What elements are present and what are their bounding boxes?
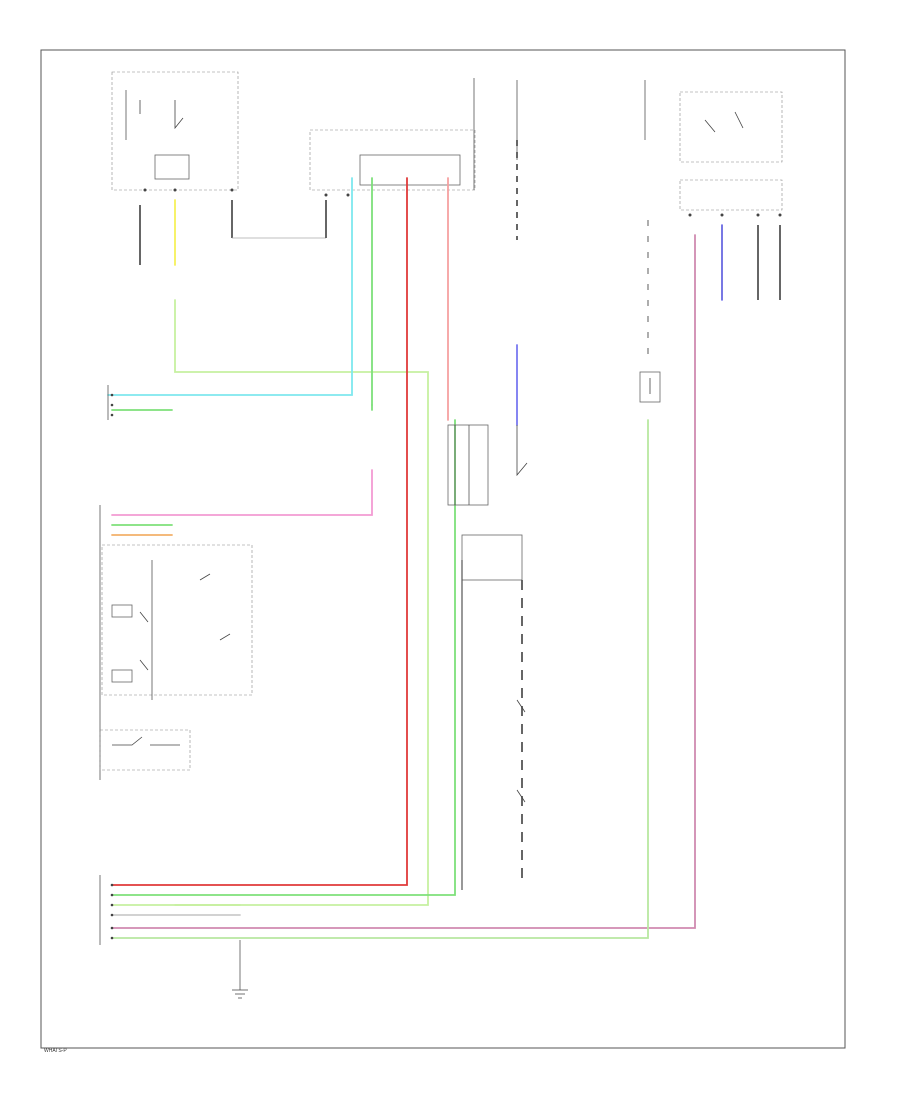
- left-connector-bottom: [99, 875, 114, 945]
- top-left-relay-box: [111, 71, 239, 192]
- wire-red: [111, 177, 408, 886]
- wire-cyan: [107, 177, 353, 396]
- wire-pink: [111, 469, 373, 516]
- ground-symbol: [232, 940, 248, 999]
- left-combination-switch: [99, 505, 253, 780]
- left-connector-top: [107, 385, 114, 420]
- top-right-fuse-boxes: [516, 80, 783, 217]
- wire-light-green-bottom: [111, 419, 649, 939]
- wire-green-bottom: [111, 419, 456, 896]
- diagram-frame: [40, 49, 846, 1049]
- wire-green: [111, 177, 373, 411]
- top-center-junction-box: [309, 78, 476, 197]
- footer-code: WHATS-P: [44, 1048, 67, 1054]
- wire-yellow-green: [174, 299, 429, 906]
- right-small-switch: [639, 371, 661, 403]
- center-switch-block: [447, 424, 528, 890]
- wire-violet: [111, 234, 696, 929]
- wire-runs: [107, 177, 723, 939]
